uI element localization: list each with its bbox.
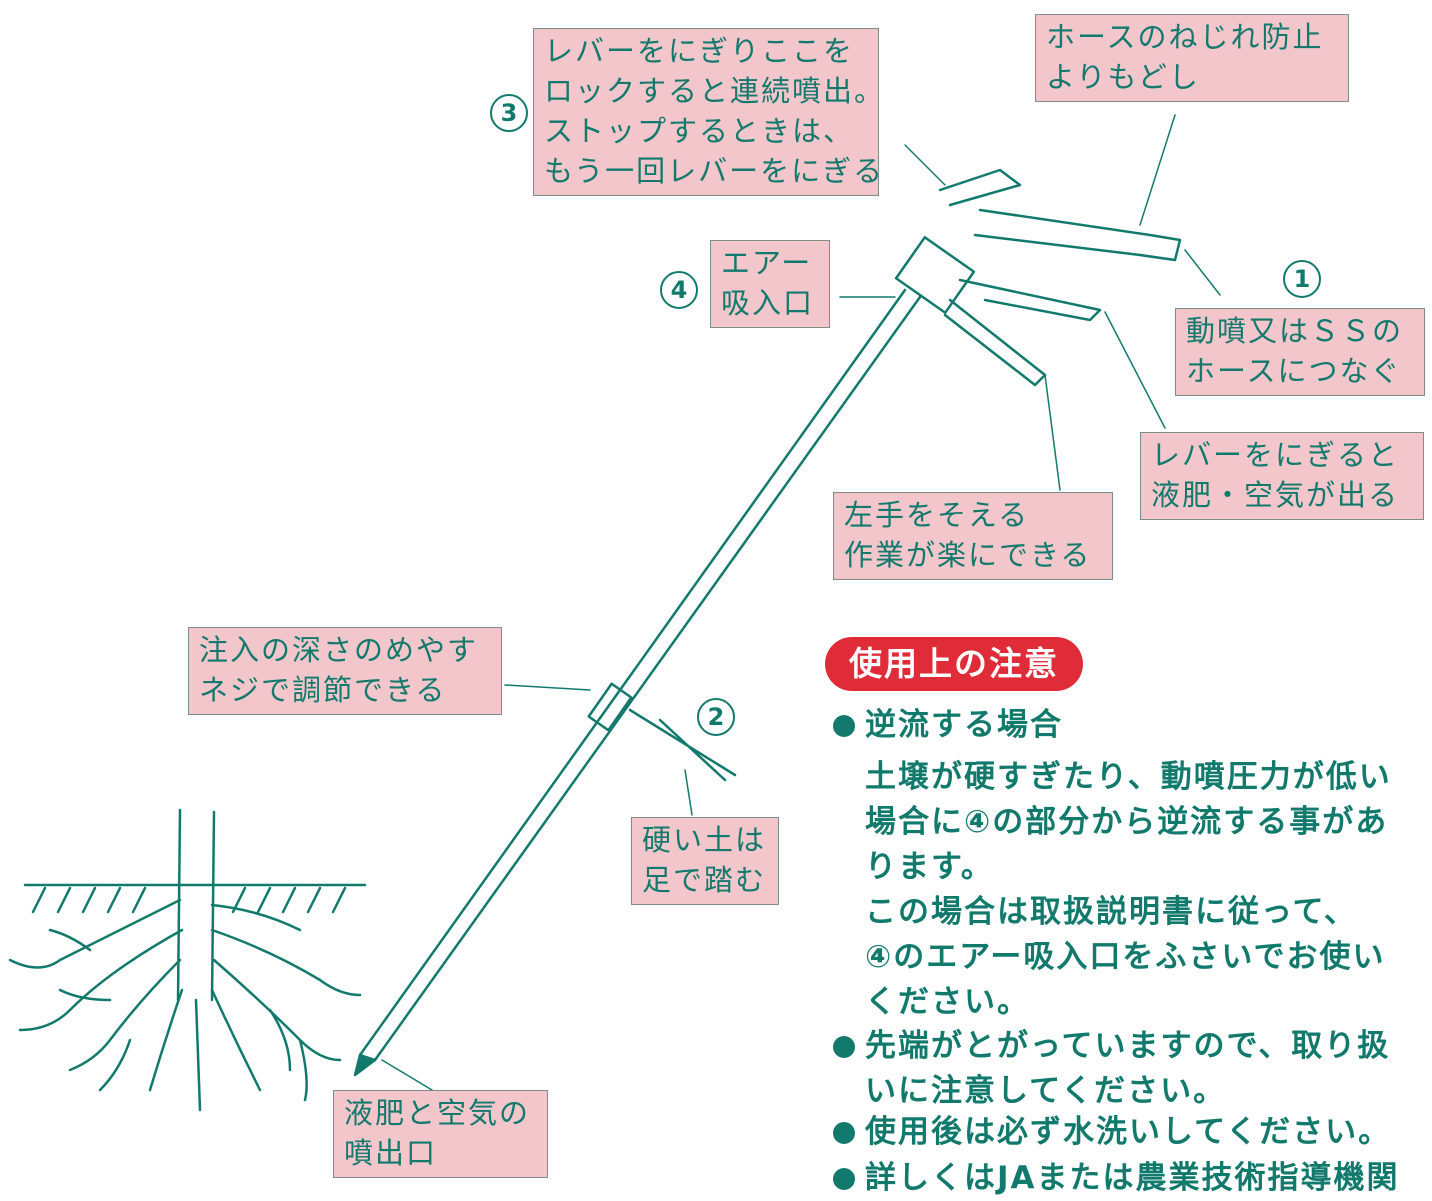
caution-item-wash: 使用後は必ず水洗いしてください。 <box>865 1114 1392 1150</box>
bullet <box>833 715 855 737</box>
ground-hatching <box>31 886 347 914</box>
marker-1: 1 <box>1283 257 1321 298</box>
label-lever-lock: レバーをにぎりここを ロックすると連続噴出。 ストップするときは、 もう一回レバ… <box>533 28 883 196</box>
label-hard-soil: 硬い土は 足で踏む <box>631 817 779 905</box>
hand-grip <box>943 298 1047 387</box>
marker-3: 3 <box>490 91 528 132</box>
label-nozzle: 液肥と空気の 噴出口 <box>333 1090 548 1178</box>
injector-head <box>894 236 976 314</box>
caution-item-backflow-heading: 逆流する場合 <box>865 707 1063 743</box>
injector-shaft <box>358 288 922 1062</box>
trigger-lever <box>958 278 1102 322</box>
depth-guide-clamp <box>587 682 633 732</box>
bullet <box>833 1168 855 1190</box>
bullet <box>833 1122 855 1144</box>
label-air-intake: エアー 吸入口 <box>710 240 830 328</box>
lock-lever <box>938 168 1022 207</box>
tree-roots <box>8 898 362 1112</box>
bullet <box>833 1036 855 1058</box>
label-lever-output: レバーをにぎると 液肥・空気が出る <box>1140 432 1424 520</box>
marker-4: 4 <box>660 268 698 309</box>
tree-trunk <box>176 808 216 1002</box>
nozzle-tip <box>353 1053 377 1077</box>
hose-connector <box>973 208 1182 262</box>
label-connect-hose: 動噴又はＳＳの ホースにつなぐ <box>1175 308 1425 396</box>
caution-item-sharp-tip: 先端がとがっていますので、取り扱 いに注意してください。 <box>865 1028 1391 1109</box>
label-left-hand: 左手をそえる 作業が楽にできる <box>833 492 1113 580</box>
caution-item-backflow-remedy: この場合は取扱説明書に従って、 ④のエアー吸入口をふさいでお使い ください。 <box>865 894 1386 1020</box>
caution-title: 使用上の注意 <box>825 637 1083 691</box>
caution-item-contact: 詳しくはJAまたは農業技術指導機関 <box>865 1160 1400 1196</box>
foot-pedal <box>628 708 737 782</box>
caution-item-backflow-body: 土壌が硬すぎたり、動噴圧力が低い 場合に④の部分から逆流する事があ ります。 <box>865 759 1392 885</box>
label-hose-twist: ホースのねじれ防止 よりもどし <box>1035 14 1349 102</box>
label-depth-guide: 注入の深さのめやす ネジで調節できる <box>188 627 502 715</box>
leader-lines <box>381 114 1221 1091</box>
marker-2: 2 <box>697 695 735 736</box>
